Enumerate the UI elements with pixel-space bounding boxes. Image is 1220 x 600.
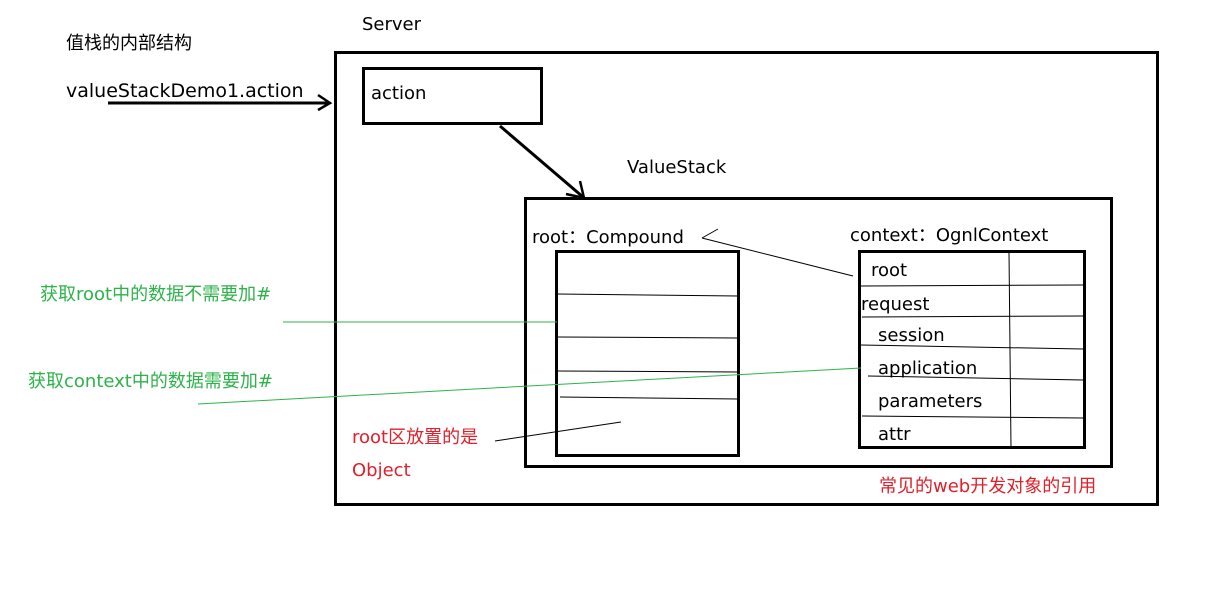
context-entry-parameters: parameters [878,391,983,412]
diagram-title: 值栈的内部结构 [66,33,192,54]
valuestack-box [524,197,1113,468]
context-header: context：OgnlContext [850,225,1049,246]
root-compound-box [555,250,740,457]
context-entry-application: application [878,358,978,379]
context-map-box [858,250,1086,449]
note-root-no-hash: 获取root中的数据不需要加# [40,284,272,305]
action-label: action [371,83,427,104]
context-entry-attr: attr [878,424,911,445]
valuestack-label: ValueStack [627,157,727,178]
context-entry-root: root [871,260,908,281]
note-web-references: 常见的web开发对象的引用 [879,476,1097,497]
request-arrow-head [317,93,333,112]
note-root-object-line2: Object [352,460,411,481]
context-entry-session: session [878,325,945,346]
note-root-object-line1: root区放置的是 [352,427,479,448]
root-header: root：Compound [532,227,684,248]
note-context-hash: 获取context中的数据需要加# [28,371,273,392]
context-entry-request: request [861,294,930,315]
request-label: valueStackDemo1.action [66,80,304,102]
server-box [334,51,1159,506]
action-box [362,67,543,125]
server-label: Server [362,14,422,35]
